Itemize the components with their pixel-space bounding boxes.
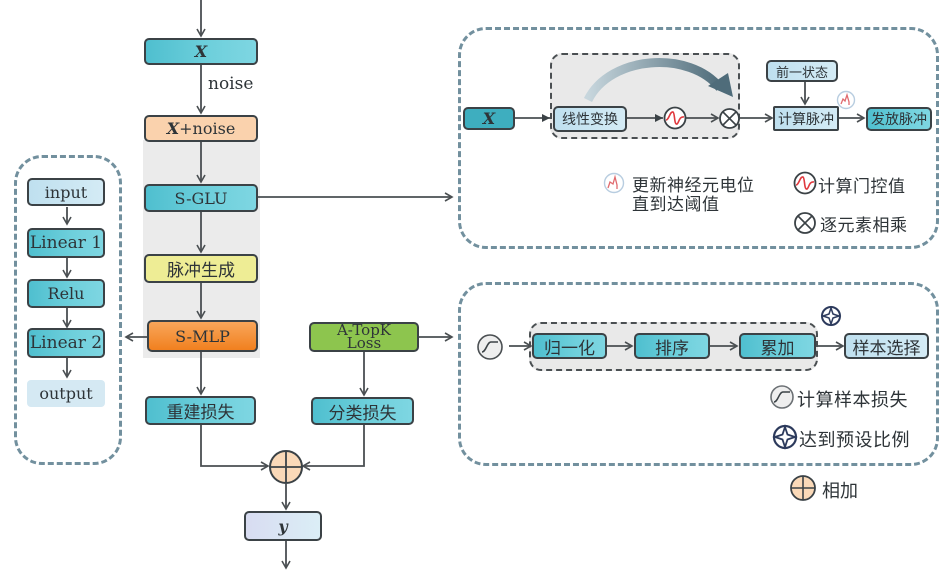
noise-label: noise	[208, 74, 254, 94]
legend-compute-gate: 计算门控值	[818, 177, 906, 197]
topk-detail-panel	[458, 282, 939, 466]
compute-spike-node: 计算脉冲	[773, 106, 839, 131]
accumulate-node: 累加	[739, 333, 816, 359]
classification-loss-node: 分类损失	[311, 397, 414, 425]
reconstruction-loss-node: 重建损失	[145, 396, 256, 425]
legend-add: 相加	[822, 481, 858, 502]
output-y-node: y	[244, 511, 322, 541]
legend-update-potential-line1: 更新神经元电位	[632, 176, 755, 196]
a-topk-loss-node: A-TopK Loss	[309, 322, 419, 352]
legend-update-potential-line2: 直到达阈值	[632, 195, 720, 215]
previous-state-node: 前一状态	[766, 60, 838, 82]
add-icon	[269, 450, 303, 484]
x-var: X	[166, 119, 180, 138]
input-x-node: X	[144, 38, 258, 65]
a-topk-line2: Loss	[346, 334, 382, 352]
noise-suffix: +noise	[179, 119, 236, 138]
skip-curve-arrow	[583, 58, 724, 103]
reach-ratio-icon	[820, 305, 842, 327]
mlp-detail-panel	[14, 155, 122, 465]
mlp-relu: Relu	[27, 279, 105, 308]
spike-generation-node: 脉冲生成	[144, 254, 258, 283]
s-glu-node: S-GLU	[144, 184, 258, 212]
sglu-x-node: X	[463, 107, 515, 130]
multiply-icon	[794, 212, 816, 234]
sglu-detail-panel	[458, 27, 939, 249]
gate-value-icon	[663, 106, 687, 130]
legend-compute-sample-loss: 计算样本损失	[797, 390, 908, 411]
x-plus-noise-node: X+noise	[144, 115, 258, 142]
sort-node: 排序	[634, 333, 710, 359]
mlp-linear-2: Linear 2	[27, 328, 105, 358]
legend-reach-ratio: 达到预设比例	[799, 430, 910, 451]
update-potential-icon	[603, 172, 625, 194]
sample-loss-icon	[477, 334, 503, 360]
a-topk-line1: A-TopK	[336, 321, 392, 339]
sample-select-node: 样本选择	[844, 333, 929, 359]
y-var: y	[278, 516, 288, 536]
x-var: X	[482, 109, 496, 128]
add-icon	[790, 475, 816, 501]
sample-loss-icon	[770, 385, 794, 409]
s-mlp-node: S-MLP	[147, 320, 258, 352]
normalize-node: 归一化	[532, 333, 607, 359]
linear-transform-node: 线性变换	[553, 106, 627, 132]
gate-value-icon	[793, 171, 817, 195]
legend-elementwise-mult: 逐元素相乘	[820, 216, 908, 236]
fire-spike-node: 发放脉冲	[866, 107, 932, 131]
mlp-output: output	[27, 380, 105, 407]
x-var: X	[194, 42, 208, 61]
mlp-input: input	[27, 178, 105, 206]
reach-ratio-icon	[772, 424, 798, 450]
update-potential-icon	[836, 90, 856, 110]
mlp-linear-1: Linear 1	[27, 228, 105, 258]
multiply-icon	[719, 108, 740, 129]
